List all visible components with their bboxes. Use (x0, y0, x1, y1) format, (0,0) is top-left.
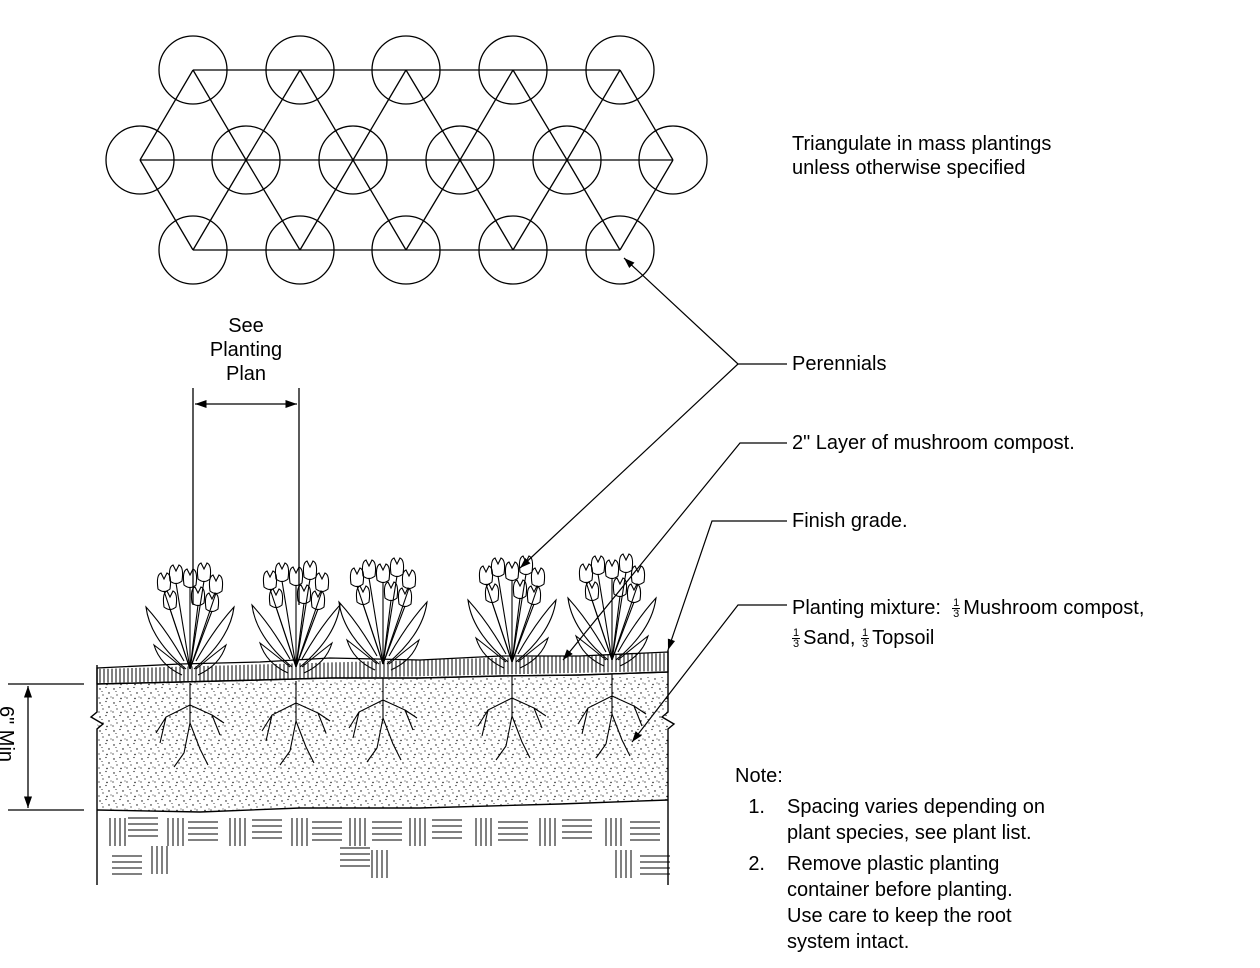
plant-spacing-circle (371, 35, 441, 105)
triangulate-note: Triangulate in mass plantings unless oth… (792, 132, 1051, 180)
spacing-dimension (192, 388, 300, 605)
right-break-line (660, 650, 676, 885)
perennials-label: Perennials (792, 353, 887, 375)
note-number: 2. (748, 853, 765, 875)
note-text-line: Remove plastic planting (787, 853, 1000, 875)
perennial-plant (467, 555, 557, 761)
compost-label: 2" Layer of mushroom compost. (792, 432, 1075, 454)
perennials-leader-plan (623, 257, 787, 365)
depth-dimension (8, 683, 84, 811)
fraction-num: 1 (792, 627, 801, 640)
mixture-topsoil: Topsoil (872, 627, 935, 649)
plant-spacing-circle (478, 35, 548, 105)
plant-spacing-circle (265, 215, 335, 285)
compost-leader (562, 442, 787, 661)
plant-spacing-circle (585, 215, 655, 285)
triangulate-line-2: unless otherwise specified (792, 157, 1026, 179)
subgrade-line (96, 799, 669, 813)
finish-grade-label: Finish grade. (792, 510, 908, 532)
spacing-line-2: Planting (209, 339, 283, 361)
plant-spacing-circle (532, 125, 602, 195)
left-break-line (89, 665, 105, 885)
plant-spacing-circle (158, 215, 228, 285)
note-text-line: Spacing varies depending on (787, 796, 1045, 818)
triangulate-line-1: Triangulate in mass plantings (792, 133, 1052, 155)
plant-spacing-circle (638, 125, 708, 195)
plant-spacing-circle (478, 215, 548, 285)
mixture-compost: Mushroom compost, (963, 597, 1145, 619)
perennial-plant (338, 557, 428, 763)
fraction-num: 1 (860, 627, 870, 640)
triangular-spacing-plan (105, 35, 708, 285)
depth-label: 6" Min (0, 706, 17, 763)
plant-spacing-circle (425, 125, 495, 195)
plant-spacing-circle (265, 35, 335, 105)
note-text-line: container before planting. (787, 879, 1013, 901)
plant-spacing-circle (211, 125, 281, 195)
plant-spacing-circle (105, 125, 175, 195)
leader-lines (519, 257, 787, 743)
plant-spacing-circle (158, 35, 228, 105)
notes-title: Note: (735, 765, 783, 787)
spacing-line-1: See (228, 315, 264, 337)
plant-spacing-circle (371, 215, 441, 285)
plant-spacing-circle (585, 35, 655, 105)
finish-grade-line (96, 671, 669, 685)
mixture-leader (631, 604, 787, 743)
fraction-num: 1 (952, 597, 961, 610)
soil-section (89, 650, 676, 885)
mixture-prefix: Planting mixture: (792, 597, 941, 619)
spacing-label: See Planting Plan (190, 314, 302, 386)
note-text-line: plant species, see plant list. (787, 822, 1032, 844)
note-text-line: system intact. (787, 931, 910, 953)
fraction-den: 3 (953, 608, 960, 621)
note-text-line: Use care to keep the root (787, 905, 1012, 927)
note-number: 1. (748, 796, 765, 818)
perennial-plant (251, 560, 341, 766)
fraction-den: 3 (861, 638, 869, 651)
finish-grade-leader (667, 520, 787, 651)
mixture-sand: Sand, (803, 627, 856, 649)
fraction-den: 3 (793, 638, 800, 651)
spacing-line-3: Plan (225, 363, 267, 385)
perennial-plant (567, 553, 657, 759)
planting-mixture-layer (97, 676, 668, 812)
plant-spacing-circle (318, 125, 388, 195)
perennials-leader-section (519, 363, 739, 569)
perennial-plant (145, 562, 235, 768)
perennial-plants (145, 553, 657, 768)
